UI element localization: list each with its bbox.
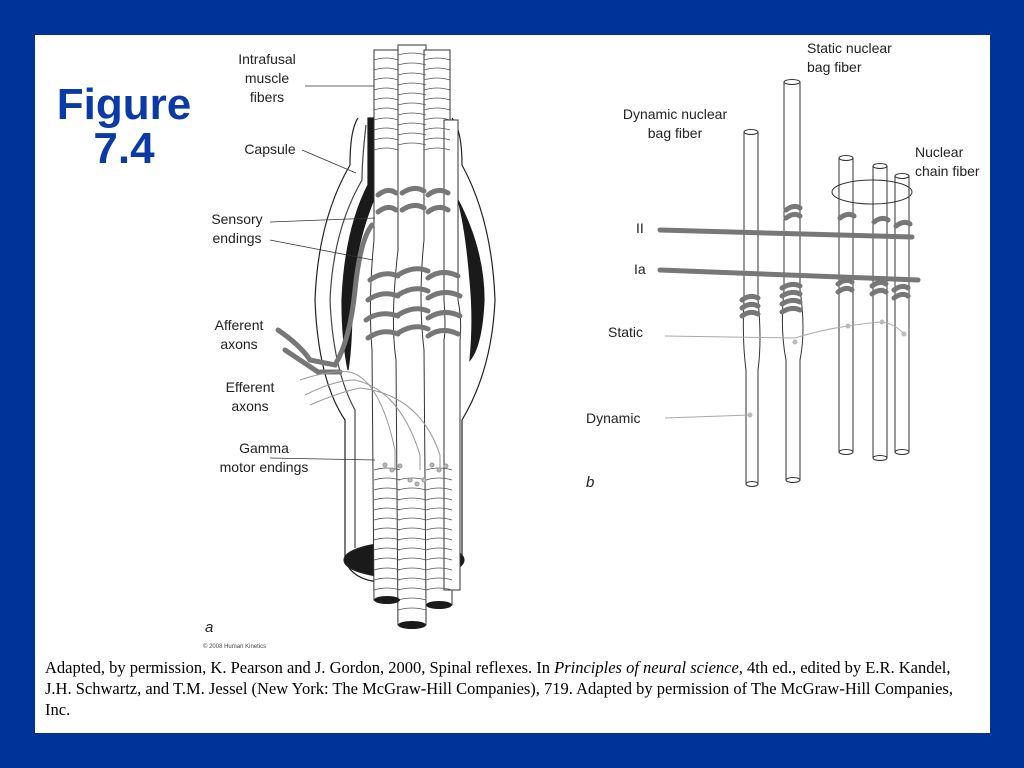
panel-a-leader-lines xyxy=(269,85,376,461)
muscle-spindle-diagram: Intrafusal muscle fibers Capsule Sensory en… xyxy=(203,40,980,650)
label-chain-2: chain fiber xyxy=(915,163,980,179)
label-group-ia: Ia xyxy=(634,261,646,277)
panel-a-labels: Intrafusal muscle fibers Capsule Sensory en… xyxy=(203,51,308,650)
label-afferent-2: axons xyxy=(220,336,257,352)
panel-b-fiber-types xyxy=(657,79,921,487)
label-group-ii: II xyxy=(636,220,644,236)
static-gamma-axon xyxy=(664,321,905,339)
figure-title-line1: Figure xyxy=(56,80,192,129)
label-static-bag-1: Static nuclear xyxy=(807,40,892,56)
caption-part1: Adapted, by permission, K. Pearson and J… xyxy=(45,658,555,677)
slide: Figure 7.4 xyxy=(35,35,990,733)
chain-fibers xyxy=(831,155,913,461)
label-gamma-2: motor endings xyxy=(220,459,309,475)
label-intrafusal-1: Intrafusal xyxy=(238,51,296,67)
label-gamma-1: Gamma xyxy=(239,440,289,456)
capsule-dark-lumen-right xyxy=(457,199,485,362)
caption-book-title: Principles of neural science, xyxy=(554,658,743,677)
static-bag-fiber xyxy=(781,79,804,483)
efferent-axons xyxy=(299,371,441,470)
group-ii-afferent xyxy=(657,203,915,240)
figure-caption: Adapted, by permission, K. Pearson and J… xyxy=(45,657,980,720)
label-dynamic: Dynamic xyxy=(586,410,640,426)
figure-title-line2: 7.4 xyxy=(93,124,155,173)
gamma-motor-endings xyxy=(382,462,449,487)
label-chain-1: Nuclear xyxy=(915,144,964,160)
label-dynamic-bag-2: bag fiber xyxy=(648,125,703,141)
panel-a-letter: a xyxy=(205,619,213,636)
sensory-endings-spirals xyxy=(363,185,463,341)
group-ia-afferent xyxy=(657,267,921,319)
caption-part2: 4th ed., edited by E.R. Kandel, J.H. Sch… xyxy=(45,658,953,719)
panel-b-letter: b xyxy=(586,474,594,491)
fiber-ring-hatching xyxy=(373,52,453,611)
label-efferent-1: Efferent xyxy=(226,379,275,395)
figure-title: Figure 7.4 xyxy=(49,83,199,171)
label-dynamic-bag-1: Dynamic nuclear xyxy=(623,106,728,122)
dynamic-gamma-axon xyxy=(664,414,751,419)
afferent-axons xyxy=(275,222,375,375)
static-gamma-endings xyxy=(792,319,907,345)
label-sensory-1: Sensory xyxy=(211,211,262,227)
label-static-bag-2: bag fiber xyxy=(807,59,862,75)
label-intrafusal-2: muscle xyxy=(245,70,290,86)
panel-a-muscle-spindle xyxy=(269,44,496,629)
label-capsule: Capsule xyxy=(244,141,296,157)
panel-b-labels: Static nuclear bag fiber Dynamic nuclear b… xyxy=(586,40,980,491)
copyright-note: © 2008 Human Kinetics xyxy=(203,643,266,650)
fiber-end-caps xyxy=(374,596,452,629)
label-sensory-2: endings xyxy=(212,230,261,246)
label-efferent-2: axons xyxy=(231,398,268,414)
dynamic-gamma-ending xyxy=(747,412,753,418)
fiber-back xyxy=(443,119,462,591)
label-intrafusal-3: fibers xyxy=(250,89,284,105)
label-static: Static xyxy=(608,324,643,340)
label-afferent-1: Afferent xyxy=(215,317,264,333)
